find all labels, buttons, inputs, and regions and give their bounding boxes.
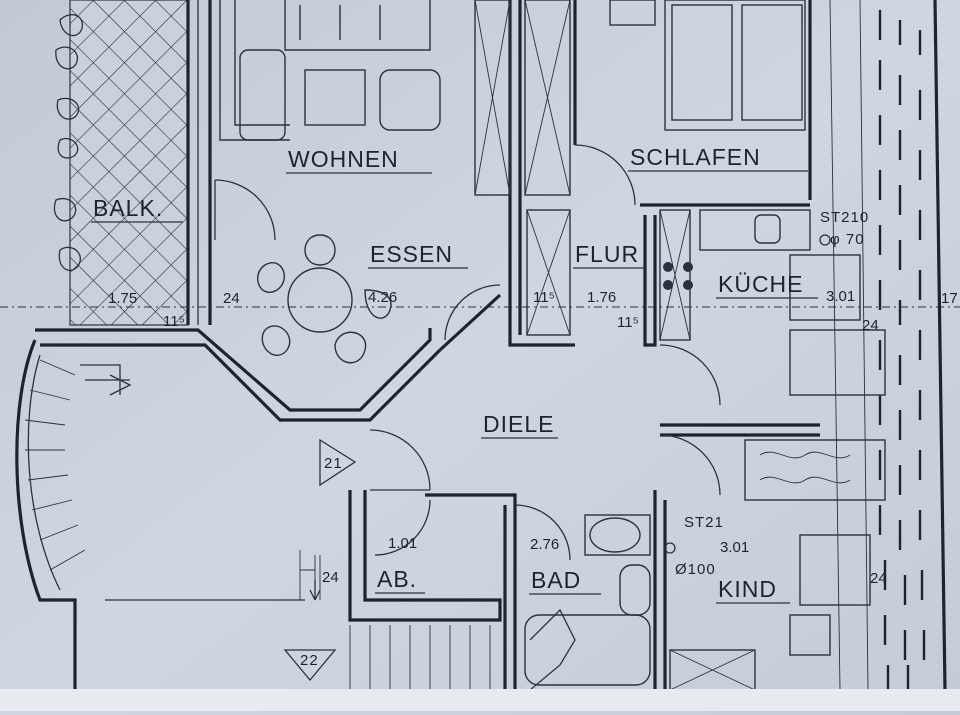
stair-marker-22: 22 [283, 649, 337, 682]
dimension-wall-24: 24 [223, 290, 240, 307]
dining-set [256, 234, 392, 364]
exterior-wall-hatching [829, 0, 926, 691]
dimension-bad-width: 2.76 [530, 536, 559, 553]
dimension-kueche-width: 3.01 [826, 288, 855, 305]
staircase [15, 339, 576, 691]
hob-burner [663, 262, 673, 272]
room-label-essen: ESSEN [370, 241, 453, 267]
doors [214, 144, 721, 561]
dimension-wall-11-kueche: 11⁵ [617, 314, 639, 331]
hob-burner [683, 280, 693, 290]
bedroom-bed [609, 0, 806, 131]
stair-number-21: 21 [324, 455, 343, 472]
dimension-lines [299, 550, 321, 601]
balcony-railing [69, 0, 212, 326]
room-label-balk: BALK. [93, 195, 163, 221]
walls [35, 0, 947, 691]
dimension-edge-17: 17 [941, 290, 958, 307]
pipe-marker [819, 234, 831, 246]
kitchen-counter [659, 209, 886, 396]
room-label-wohnen: WOHNEN [288, 146, 399, 172]
room-label-ab: AB. [377, 566, 417, 592]
balcony-plants [53, 14, 83, 271]
room-label-diele: DIELE [483, 411, 554, 437]
note-diameter-70: φ 70 [830, 231, 865, 248]
room-label-schlafen: SCHLAFEN [630, 144, 761, 170]
dimension-flur-width: 1.76 [587, 289, 616, 306]
room-label-kind: KIND [718, 576, 777, 602]
hob-burner [663, 280, 673, 290]
stair-number-22: 22 [300, 652, 319, 669]
room-label-flur: FLUR [575, 241, 639, 267]
dimension-wall-24-ab: 24 [322, 569, 339, 586]
dimension-wall-24-kind: 24 [870, 570, 887, 587]
living-sofa [219, 0, 441, 141]
note-st210: ST210 [820, 209, 869, 226]
bathroom-fixtures [524, 514, 651, 686]
dimension-wall-24-kueche: 24 [862, 317, 879, 334]
pipe-marker [664, 542, 676, 554]
note-st21: ST21 [684, 514, 724, 531]
hob-burner [683, 262, 693, 272]
dimension-essen-width: 4.26 [368, 289, 397, 306]
dimension-wall-11-flur: 11⁵ [533, 289, 555, 306]
dimension-ab-width: 1.01 [388, 535, 417, 552]
dimension-balk-width: 1.75 [108, 290, 137, 307]
room-label-kueche: KÜCHE [718, 271, 804, 297]
note-diameter-100: Ø100 [675, 561, 716, 578]
dimension-wall-11: 11⁵ [163, 313, 185, 330]
dimension-kind-width: 3.01 [720, 539, 749, 556]
stair-marker-21: 21 [319, 438, 357, 487]
flur-wardrobe [474, 0, 571, 336]
room-label-bad: BAD [531, 567, 581, 593]
